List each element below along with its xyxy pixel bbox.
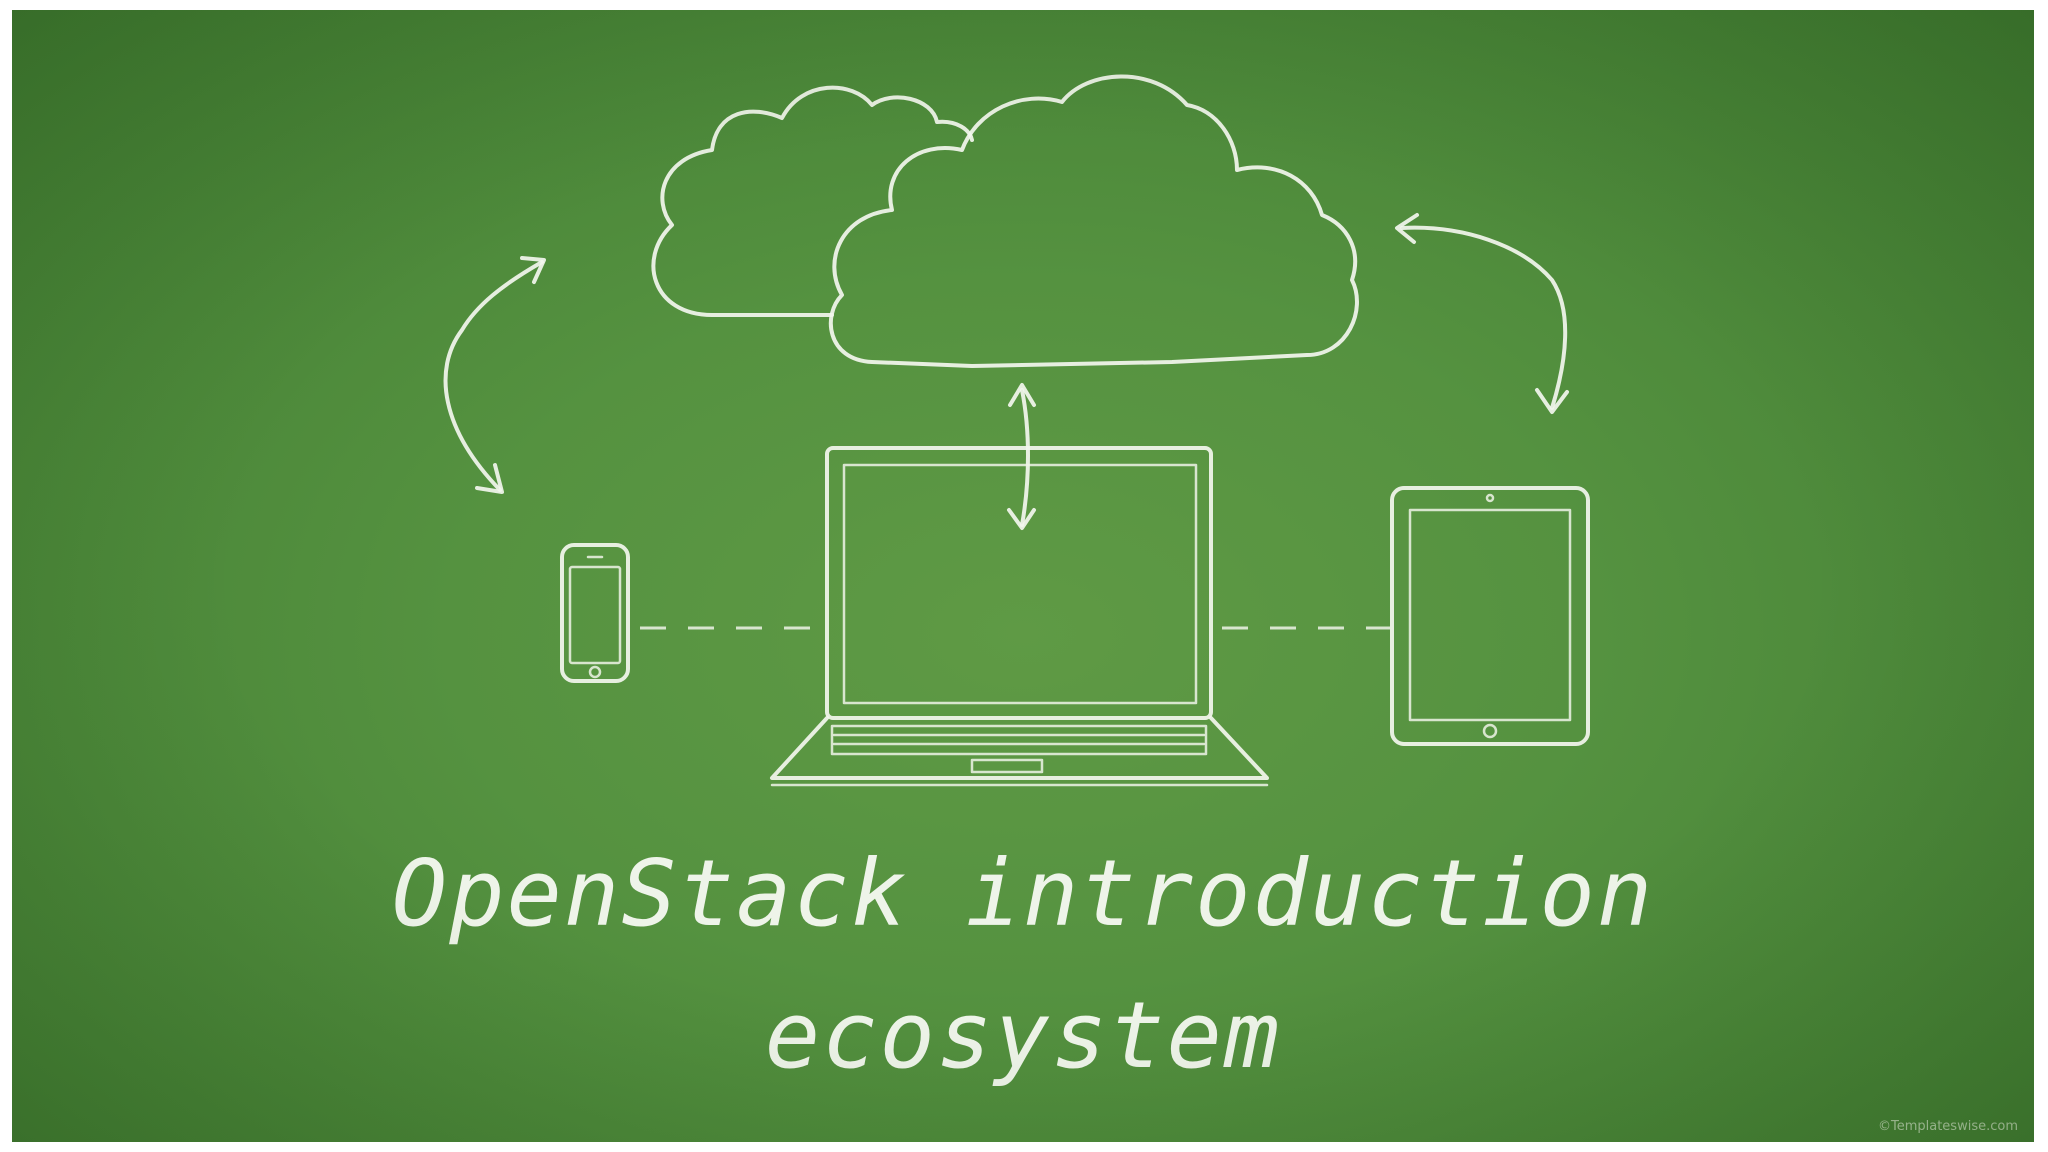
watermark: ©Templateswise.com bbox=[1877, 1119, 2018, 1134]
chalk-illustration bbox=[443, 74, 1590, 787]
double-arrow-icon-right bbox=[1400, 225, 1568, 410]
double-arrow-icon-center bbox=[1020, 388, 1030, 527]
slide-title-line-2: ecosystem bbox=[764, 982, 1282, 1089]
laptop-icon bbox=[770, 446, 1269, 787]
slide-title-line-1: OpenStack introduction bbox=[391, 840, 1655, 947]
cloud-icon-back bbox=[651, 85, 974, 317]
smartphone-icon bbox=[560, 543, 630, 683]
cloud-icon-front bbox=[828, 74, 1359, 368]
double-arrow-icon-left bbox=[443, 260, 544, 492]
tablet-icon bbox=[1390, 486, 1590, 746]
slide-canvas: OpenStack introduction ecosystem ©Templa… bbox=[12, 10, 2034, 1142]
